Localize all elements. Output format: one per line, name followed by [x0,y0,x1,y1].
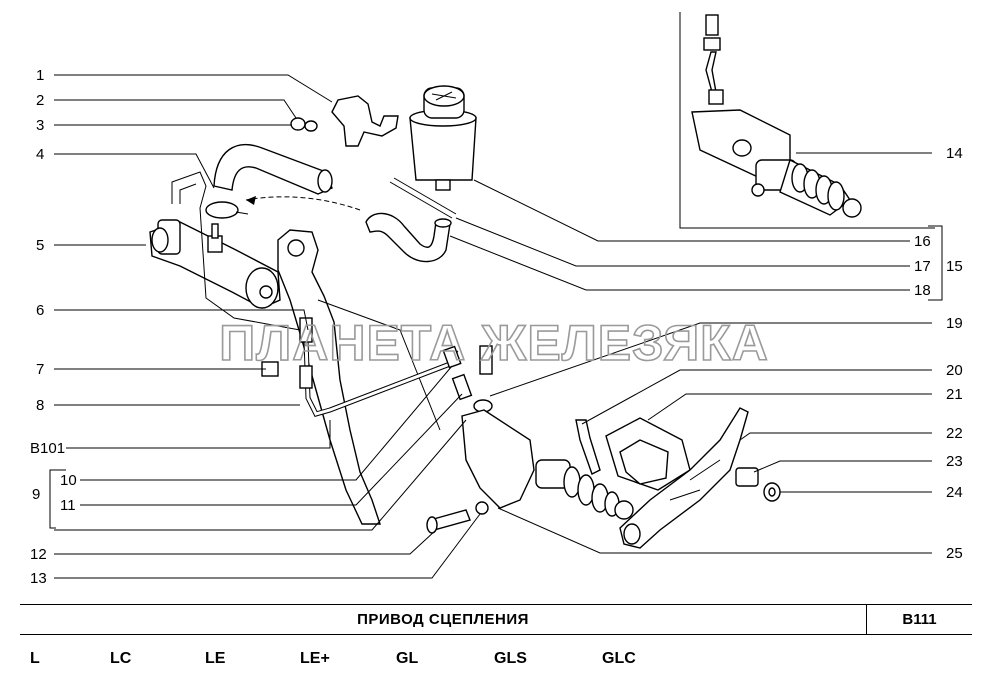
callout-19: 19 [946,315,963,332]
callout-21: 21 [946,386,963,403]
callout-4: 4 [36,146,44,163]
boot-drawing [575,417,691,491]
pipe-fitting-lower [299,365,313,389]
fitting-10 [442,345,462,369]
right-callouts: 14 16 17 18 15 19 20 21 22 23 24 25 [914,145,963,562]
callout-22: 22 [946,425,963,442]
bolt-drawing [426,501,489,534]
callout-12: 12 [30,546,47,563]
callout-18: 18 [914,282,931,299]
variant-gls: GLS [494,650,527,667]
right-leader-lines [449,152,943,554]
callout-13: 13 [30,570,47,587]
title-row: ПРИВОД СЦЕПЛЕНИЯ B111 [20,604,972,635]
callout-10: 10 [60,472,77,489]
variant-lc: LC [110,650,132,667]
section-title: ПРИВОД СЦЕПЛЕНИЯ [20,605,867,634]
callout-20: 20 [946,362,963,379]
variant-l: L [30,650,40,667]
master-cylinder-drawing [149,171,301,331]
callout-7: 7 [36,361,44,378]
callout-15: 15 [946,258,963,275]
fitting-11 [451,373,473,401]
callout-25: 25 [946,545,963,562]
left-callouts: 1 2 3 4 5 6 7 8 B101 10 11 12 13 9 [30,67,77,587]
inset-frame [679,12,935,229]
callout-8: 8 [36,397,44,414]
callout-9: 9 [32,486,40,503]
variant-le-plus: LE+ [300,650,330,667]
callout-3: 3 [36,117,44,134]
callout-b101: B101 [30,440,65,457]
variant-le: LE [205,650,226,667]
callout-16: 16 [914,233,931,250]
trim-variants: L LC LE LE+ GL GLS GLC [0,650,991,674]
callout-17: 17 [914,258,931,275]
section-code: B111 [902,611,937,628]
callout-6: 6 [36,302,44,319]
watermark-text: ПЛАНЕТА ЖЕЛЕЗЯКА [219,315,769,371]
lower-hose-drawing [365,212,452,263]
pivot-drawing [735,467,781,502]
slave-cylinder-drawing [461,409,634,520]
callout-11: 11 [60,497,76,514]
inset-slave-cylinder-drawing [691,14,862,218]
assembly-arrow-head [246,196,256,205]
upper-hose-drawing [205,143,333,219]
callout-2: 2 [36,92,44,109]
left-leader-lines [49,74,481,579]
fluid-reservoir-drawing [409,85,477,191]
callout-23: 23 [946,453,963,470]
variant-gl: GL [396,650,419,667]
callout-1: 1 [36,67,44,84]
tie-strap-drawing [389,177,457,219]
bracket-and-nuts-drawing [290,95,399,147]
callout-14: 14 [946,145,963,162]
clutch-drive-diagram: ПЛАНЕТА ЖЕЛЕЗЯКА 1 2 3 4 5 6 7 8 B101 10… [30,12,963,587]
assembly-arrow [245,196,361,211]
callout-24: 24 [946,484,963,501]
fitting-19 [479,345,493,375]
variant-glc: GLC [602,650,636,667]
callout-5: 5 [36,237,44,254]
